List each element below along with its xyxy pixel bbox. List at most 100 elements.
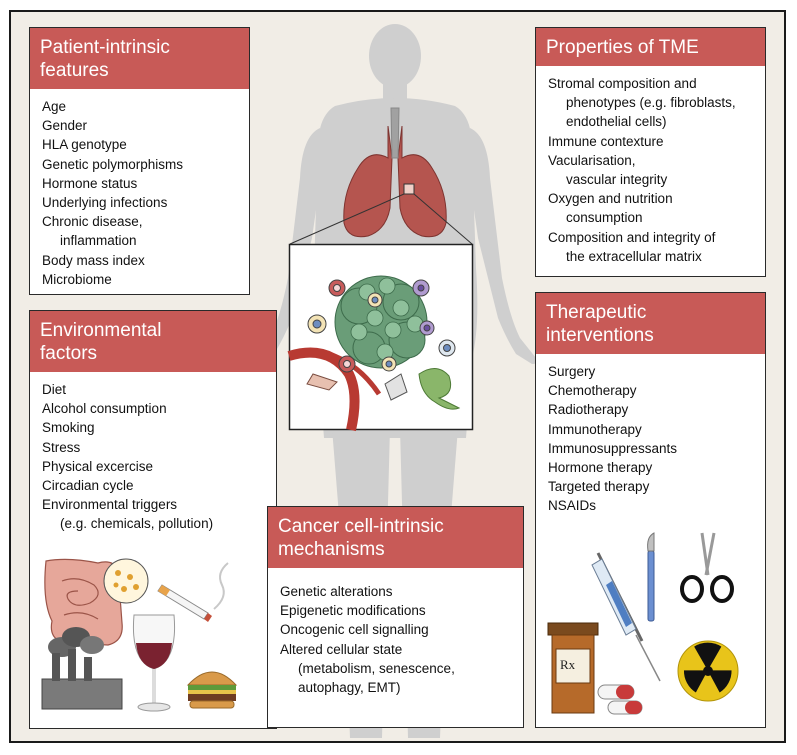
item-text: Immunotherapy (548, 421, 642, 437)
item-text: Composition and integrity of (548, 229, 716, 245)
header-line: Patient-intrinsic (40, 37, 170, 58)
header-line: Properties of TME (546, 37, 699, 58)
therapeutic-icons: Rx (547, 532, 739, 715)
list-item: Circadian cycle (42, 476, 268, 495)
list-item: Epigenetic modifications (280, 601, 515, 620)
list-item: Alcohol consumption (42, 399, 268, 418)
item-continuation: (metabolism, senescence, (298, 660, 455, 676)
list-item: Altered cellular state (metabolism, senes… (280, 640, 515, 698)
item-text: Diet (42, 382, 67, 397)
header-line: mechanisms (278, 539, 385, 560)
list-item: Surgery (548, 362, 757, 381)
factory-icon (41, 627, 123, 710)
intestine-icon (44, 558, 149, 646)
header-line: features (40, 60, 109, 81)
environmental-icons (41, 558, 238, 712)
item-text: Targeted therapy (548, 479, 650, 495)
item-text: Immune contexture (548, 133, 664, 149)
item-continuation: autophagy, EMT) (298, 680, 401, 696)
header-line: interventions (546, 325, 654, 346)
list-item: Stromal composition and phenotypes (e.g. … (548, 74, 757, 132)
cancer-intrinsic-list: Genetic alterations Epigenetic modificat… (268, 568, 523, 697)
item-text: Gender (42, 118, 88, 134)
item-text: HLA genotype (42, 137, 127, 153)
item-text: Smoking (42, 420, 95, 436)
item-continuation: consumption (566, 210, 643, 226)
list-item: Body mass index (42, 251, 241, 270)
list-item: Genetic polymorphisms (42, 155, 241, 174)
item-text: Epigenetic modifications (280, 603, 426, 619)
list-item: Vacularisation, vascular integrity (548, 151, 757, 189)
scalpel-icon (647, 532, 655, 622)
list-item: Chronic disease, inflammation (42, 212, 241, 250)
list-item: NSAIDs (548, 496, 757, 515)
list-item: Hormone therapy (548, 458, 757, 477)
therapeutic-list: Surgery Chemotherapy Radiotherapy Immuno… (536, 354, 765, 516)
item-text: Environmental triggers (42, 497, 178, 513)
pill-bottle-icon: Rx (547, 622, 599, 714)
item-continuation: endothelial cells) (566, 114, 667, 130)
radiation-icon (677, 640, 739, 702)
cigarette-icon (157, 562, 229, 622)
header-line: Environmental (40, 320, 162, 341)
item-continuation: the extracellular matrix (566, 248, 702, 264)
capsule-icon (597, 684, 643, 715)
item-text: Oxygen and nutrition (548, 191, 673, 207)
header-line: Therapeutic (546, 302, 647, 323)
list-item: Underlying infections (42, 193, 241, 212)
item-text: Genetic polymorphisms (42, 156, 184, 172)
item-text: Circadian cycle (42, 478, 134, 494)
item-text: Surgery (548, 364, 596, 379)
header-line: factors (40, 343, 98, 364)
item-text: Body mass index (42, 252, 145, 268)
list-item: Microbiome (42, 270, 241, 289)
item-text: Alcohol consumption (42, 401, 167, 417)
item-text: Age (42, 99, 67, 114)
item-text: Altered cellular state (280, 641, 403, 657)
item-continuation: (e.g. chemicals, pollution) (60, 516, 214, 532)
item-text: Hormone therapy (548, 460, 653, 476)
pill-bottle-label: Rx (560, 657, 576, 672)
list-item: Gender (42, 116, 241, 135)
item-text: Chemotherapy (548, 383, 637, 399)
item-text: Underlying infections (42, 195, 168, 211)
list-item: Composition and integrity of the extracel… (548, 228, 757, 266)
list-item: Physical excercise (42, 457, 268, 476)
scissors-icon (680, 532, 734, 603)
syringe-icon (591, 552, 661, 682)
environmental-list: Diet Alcohol consumption Smoking Stress … (30, 372, 276, 534)
environmental-factors-box: Environmental factors Diet Alcohol consu… (29, 310, 277, 729)
item-text: Vacularisation, (548, 152, 636, 168)
item-text: Chronic disease, (42, 214, 143, 230)
item-continuation: vascular integrity (566, 172, 668, 188)
patient-intrinsic-list: Age Gender HLA genotype Genetic polymorp… (30, 89, 249, 289)
item-text: Immunosuppressants (548, 440, 678, 456)
item-continuation: phenotypes (e.g. fibroblasts, (566, 95, 736, 111)
item-text: NSAIDs (548, 498, 597, 514)
list-item: Smoking (42, 418, 268, 437)
item-text: Hormone status (42, 175, 138, 191)
list-item: Immunosuppressants (548, 439, 757, 458)
item-continuation: inflammation (60, 233, 137, 249)
tme-list: Stromal composition and phenotypes (e.g. … (536, 66, 765, 266)
item-text: Genetic alterations (280, 584, 393, 599)
item-text: Physical excercise (42, 458, 154, 474)
list-item: HLA genotype (42, 135, 241, 154)
environmental-header: Environmental factors (30, 311, 276, 372)
item-text: Radiotherapy (548, 402, 629, 418)
item-text: Stress (42, 439, 81, 455)
list-item: Diet (42, 380, 268, 399)
wine-glass-icon (132, 614, 176, 712)
item-text: Stromal composition and (548, 76, 697, 91)
list-item: Oxygen and nutrition consumption (548, 189, 757, 227)
list-item: Genetic alterations (280, 582, 515, 601)
list-item: Hormone status (42, 174, 241, 193)
list-item: Chemotherapy (548, 381, 757, 400)
tme-properties-box: Properties of TME Stromal composition an… (535, 27, 766, 277)
list-item: Immune contexture (548, 132, 757, 151)
tme-header: Properties of TME (536, 28, 765, 66)
patient-intrinsic-header: Patient-intrinsic features (30, 28, 249, 89)
tumor-microenvironment-illustration (287, 243, 474, 432)
list-item: Environmental triggers (e.g. chemicals, p… (42, 495, 268, 533)
cancer-intrinsic-box: Cancer cell-intrinsic mechanisms Genetic… (267, 506, 524, 728)
